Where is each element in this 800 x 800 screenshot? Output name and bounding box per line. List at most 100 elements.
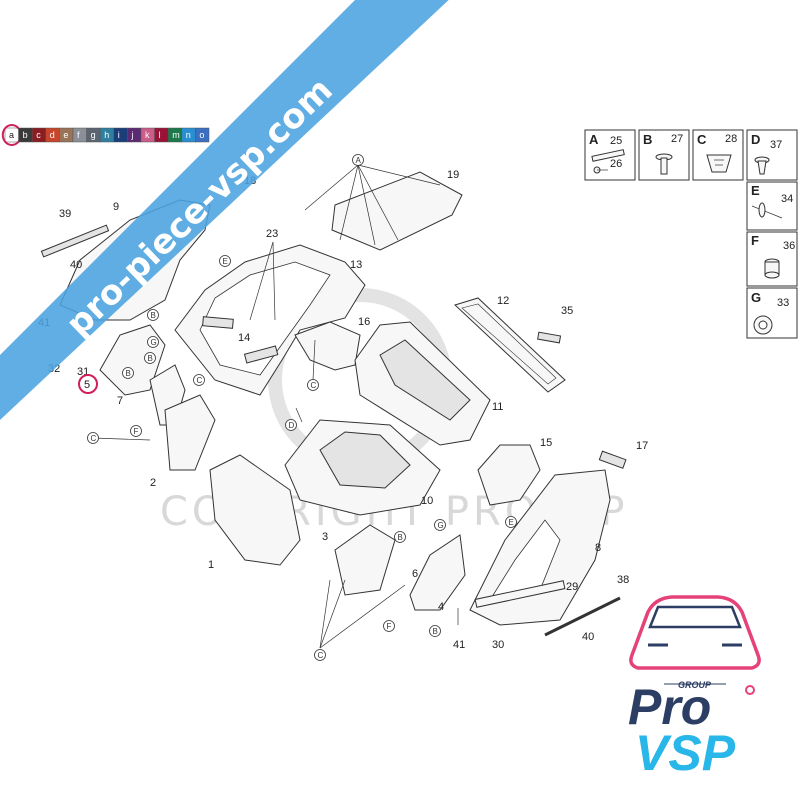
windshield-icon [648, 605, 742, 629]
legend-box-b: B 27 [638, 129, 690, 181]
svg-text:C: C [311, 381, 317, 390]
legend-letter: D [751, 132, 760, 147]
bracket-screw-icon [591, 149, 625, 174]
color-swatch-c[interactable]: c [31, 127, 47, 143]
color-swatch-letter: f [77, 130, 80, 140]
callout-d: D [285, 419, 297, 431]
color-swatch-letter: e [63, 130, 68, 140]
rear-wheel-arch [477, 444, 541, 506]
svg-text:D: D [289, 421, 295, 430]
callout-a: A [352, 154, 364, 166]
part-number: 23 [266, 228, 278, 240]
color-swatch-n[interactable]: n [181, 127, 196, 143]
part-number: 4 [438, 601, 444, 613]
leader-lines [92, 164, 459, 649]
svg-text:G: G [151, 338, 157, 347]
color-swatch-letter: l [159, 130, 161, 140]
part-number: 13 [350, 259, 362, 271]
color-swatch-letter: c [36, 130, 41, 140]
part-number: 38 [617, 574, 629, 586]
callout-b: B [144, 352, 156, 364]
lamp-cover [598, 450, 627, 469]
part-number: 10 [421, 495, 433, 507]
callout-c: C [314, 649, 326, 661]
callout-g: G [434, 519, 446, 531]
inner-wheel-arch [164, 394, 216, 471]
provsp-logo: GROUP Pro VSP [628, 595, 761, 781]
color-swatch-b[interactable]: b [18, 127, 33, 143]
svg-text:B: B [151, 311, 156, 320]
logo-vsp-text: VSP [635, 725, 736, 781]
color-swatch-letter: j [130, 130, 133, 140]
part-number: 1 [208, 559, 214, 571]
logo-pro-text: Pro [628, 679, 711, 735]
roof-panel [331, 171, 463, 251]
color-swatch-a[interactable]: a [4, 127, 19, 143]
wheel-arch [294, 321, 361, 371]
part-number: 29 [566, 581, 578, 593]
push-clip-icon [754, 156, 770, 175]
callout-b: B [429, 625, 441, 637]
trim-strip [40, 224, 110, 258]
nut-insert-icon [764, 258, 780, 279]
legend-letter: B [643, 132, 652, 147]
part-number: 28 [725, 133, 737, 145]
front-structure [209, 454, 301, 566]
callout-b: B [147, 309, 159, 321]
color-swatch-m[interactable]: m [167, 127, 183, 143]
part-number: 34 [781, 193, 793, 205]
legend-letter: E [751, 183, 760, 198]
svg-text:C: C [318, 651, 324, 660]
svg-text:B: B [398, 533, 403, 542]
part-number: 33 [777, 297, 789, 309]
part-number: 17 [636, 440, 648, 452]
part-number: 37 [770, 139, 782, 151]
part-number: 40 [70, 259, 82, 271]
color-swatch-o[interactable]: o [195, 127, 210, 143]
callout-e: E [219, 255, 231, 267]
part-number: 16 [358, 316, 370, 328]
legend-letter: A [589, 132, 599, 147]
rear-crossmember [454, 297, 566, 393]
color-swatch-g[interactable]: g [86, 127, 101, 143]
color-swatch-k[interactable]: k [140, 127, 155, 143]
part-number: 11 [492, 401, 503, 413]
part-number: 8 [595, 542, 601, 554]
logo-group-text: GROUP [678, 680, 712, 690]
color-swatch-e[interactable]: e [59, 127, 74, 143]
legend-box-d: D 37 [746, 129, 798, 181]
color-swatch-letter: g [91, 130, 96, 140]
part-number: 25 [610, 135, 622, 147]
svg-text:F: F [134, 427, 139, 436]
svg-text:E: E [223, 257, 228, 266]
svg-text:C: C [91, 434, 97, 443]
callout-c: C [87, 432, 99, 444]
color-swatch-l[interactable]: l [154, 127, 169, 143]
car-silhouette-icon [629, 595, 761, 670]
legend-letter: G [751, 290, 761, 305]
color-swatch-letter: o [199, 130, 204, 140]
callout-c: C [193, 374, 205, 386]
rear-fender [409, 534, 466, 611]
part-number: 15 [540, 437, 552, 449]
color-swatch-j[interactable]: j [127, 127, 142, 143]
color-swatch-d[interactable]: d [45, 127, 60, 143]
color-swatch-i[interactable]: i [113, 127, 128, 143]
color-swatch-letter: b [23, 130, 28, 140]
color-swatch-letter: a [9, 130, 14, 140]
legend-letter: F [751, 233, 759, 248]
svg-text:G: G [438, 521, 444, 530]
door-sill-strip [544, 596, 621, 637]
part-number: 39 [59, 208, 71, 220]
color-swatch-f[interactable]: f [72, 127, 87, 143]
callout-g: G [147, 336, 159, 348]
rivet-icon [751, 202, 783, 219]
part-number: 7 [117, 395, 123, 407]
callout-f: F [130, 425, 142, 437]
grommet-icon [753, 315, 773, 335]
fastener-legend: A 25 26 B 27 C [584, 129, 798, 339]
part-number: 26 [610, 158, 622, 170]
part-number: 2 [150, 477, 156, 489]
color-swatch-h[interactable]: h [99, 127, 115, 143]
